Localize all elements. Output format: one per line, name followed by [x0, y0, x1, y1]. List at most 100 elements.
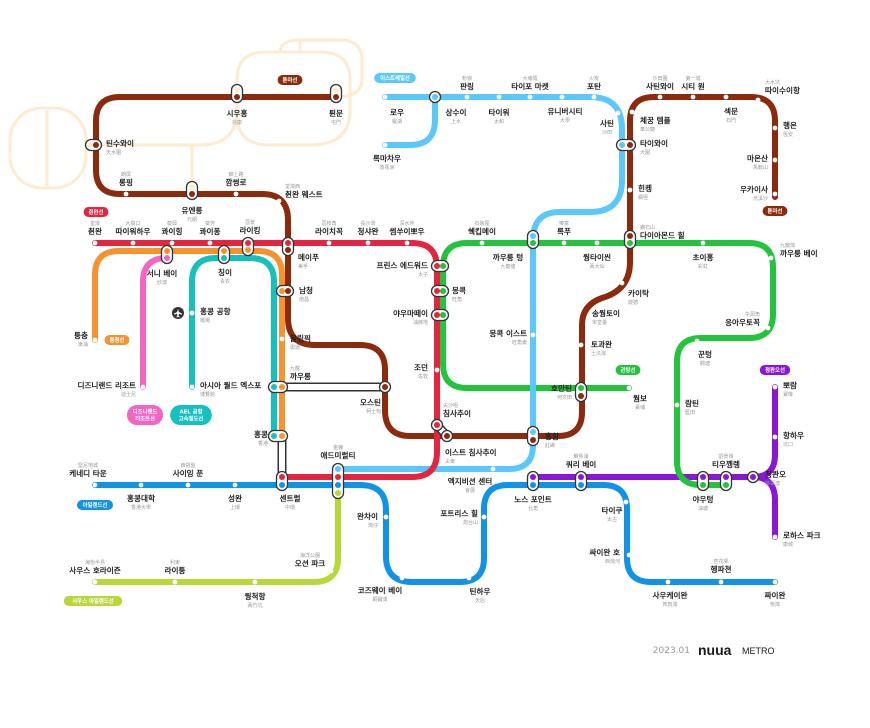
- station-dot[interactable]: [619, 280, 625, 286]
- station-name-zh-taiwai: 大圍: [640, 149, 650, 156]
- station-dot[interactable]: [723, 94, 729, 100]
- station-dot[interactable]: [464, 94, 470, 100]
- station-dot[interactable]: [582, 299, 588, 305]
- station-name-zh-ngautaukok: 牛頭角: [745, 311, 760, 318]
- station-dot[interactable]: [326, 240, 332, 246]
- line-badge-tungchung[interactable]: 퉁청선: [104, 335, 130, 345]
- station-name-kowloon: 까우롱: [290, 371, 311, 381]
- station-name-zh-chaiwan: 柴灣: [770, 601, 780, 608]
- interchange-line-dot: [285, 288, 291, 294]
- station-dot[interactable]: [772, 434, 778, 440]
- interchange-line-dot: [434, 288, 440, 294]
- station-dot[interactable]: [382, 142, 388, 148]
- line-badge-eastrail[interactable]: 이스트레일선: [374, 73, 416, 83]
- station-dot[interactable]: [140, 384, 146, 390]
- station-dot[interactable]: [772, 157, 778, 163]
- line-badge-tko[interactable]: 청콴오선: [759, 365, 791, 375]
- station-dot[interactable]: [123, 191, 129, 197]
- station-dot[interactable]: [626, 385, 632, 391]
- line-badge-tuenma[interactable]: 툰마선: [762, 206, 788, 216]
- station-name-kamsheungroad: 깜썽로: [226, 177, 247, 187]
- station-dot[interactable]: [674, 402, 680, 408]
- line-badge-southisland[interactable]: 사우스 아일랜드선: [63, 596, 123, 606]
- badge-pill: [762, 206, 788, 216]
- station-dot[interactable]: [629, 109, 635, 115]
- station-dot[interactable]: [626, 552, 632, 558]
- station-dot[interactable]: [399, 575, 405, 581]
- station-dot[interactable]: [627, 187, 633, 193]
- station-dot[interactable]: [594, 240, 600, 246]
- station-dot[interactable]: [189, 310, 195, 316]
- station-dot[interactable]: [189, 384, 195, 390]
- station-dot[interactable]: [92, 337, 98, 343]
- station-dot[interactable]: [138, 482, 144, 488]
- station-dot[interactable]: [561, 240, 567, 246]
- station-dot[interactable]: [755, 97, 761, 103]
- station-dot[interactable]: [466, 575, 472, 581]
- station-dot[interactable]: [383, 514, 389, 520]
- station-dot[interactable]: [559, 94, 565, 100]
- station-dot[interactable]: [172, 579, 178, 585]
- station-dot[interactable]: [772, 534, 778, 540]
- station-dot[interactable]: [404, 240, 410, 246]
- station-dot[interactable]: [527, 94, 533, 100]
- station-name-hongkong: 홍콩: [254, 429, 268, 439]
- station-dot[interactable]: [615, 110, 621, 116]
- station-dot[interactable]: [328, 568, 334, 574]
- station-name-zh-siuhong: 兆康: [232, 119, 242, 126]
- station-dot[interactable]: [130, 240, 136, 246]
- station-name-zh-shekmun: 石門: [726, 118, 736, 124]
- station-name-shekmun: 섹문: [724, 106, 738, 116]
- station-dot[interactable]: [92, 240, 98, 246]
- station-dot[interactable]: [591, 94, 597, 100]
- badge-pill: [104, 335, 130, 345]
- station-dot[interactable]: [496, 94, 502, 100]
- interchange-line-dot: [335, 466, 341, 472]
- station-dot[interactable]: [252, 579, 258, 585]
- station-dot[interactable]: [434, 367, 440, 373]
- station-dot[interactable]: [765, 325, 771, 331]
- station-dot[interactable]: [657, 94, 663, 100]
- station-dot[interactable]: [700, 240, 706, 246]
- station-dot[interactable]: [665, 579, 671, 585]
- station-dot[interactable]: [92, 579, 98, 585]
- station-dot[interactable]: [772, 125, 778, 131]
- badge-pill: [759, 365, 791, 375]
- station-dot[interactable]: [365, 240, 371, 246]
- station-dot[interactable]: [92, 482, 98, 488]
- station-dot[interactable]: [690, 94, 696, 100]
- line-badge-tuenma[interactable]: 툰마선: [277, 75, 303, 85]
- station-name-zh-cheungshawan: 長沙灣: [360, 220, 375, 227]
- station-dot[interactable]: [279, 336, 285, 342]
- line-kwuntong: [440, 240, 776, 488]
- station-dot[interactable]: [694, 338, 700, 344]
- station-name-hengon: 행온: [783, 120, 797, 130]
- line-badge-kwuntong[interactable]: 관탕선: [615, 365, 641, 375]
- station-dot[interactable]: [578, 342, 584, 348]
- interchange-station[interactable]: [331, 462, 345, 500]
- station-dot[interactable]: [207, 240, 213, 246]
- station-dot[interactable]: [772, 384, 778, 390]
- station-dot[interactable]: [382, 94, 388, 100]
- station-dot[interactable]: [490, 466, 496, 472]
- station-dot[interactable]: [233, 191, 239, 197]
- station-dot[interactable]: [481, 514, 487, 520]
- station-dot[interactable]: [718, 579, 724, 585]
- station-dot[interactable]: [772, 191, 778, 197]
- station-dot[interactable]: [623, 499, 629, 505]
- station-name-zh-fotan: 火炭: [589, 75, 599, 82]
- station-dot[interactable]: [185, 482, 191, 488]
- station-dot[interactable]: [169, 240, 175, 246]
- station-dot[interactable]: [479, 240, 485, 246]
- station-dot[interactable]: [772, 579, 778, 585]
- line-badge-tsuenwan[interactable]: 췬완선: [83, 207, 109, 217]
- line-badge-island[interactable]: 아일랜드선: [77, 500, 113, 510]
- station-name-kaitak: 카이탁: [628, 288, 649, 298]
- station-dot[interactable]: [530, 332, 536, 338]
- station-dot[interactable]: [276, 198, 282, 204]
- station-dot[interactable]: [768, 255, 774, 261]
- station-name-cityone: 시티 원: [681, 81, 705, 91]
- station-dot[interactable]: [232, 482, 238, 488]
